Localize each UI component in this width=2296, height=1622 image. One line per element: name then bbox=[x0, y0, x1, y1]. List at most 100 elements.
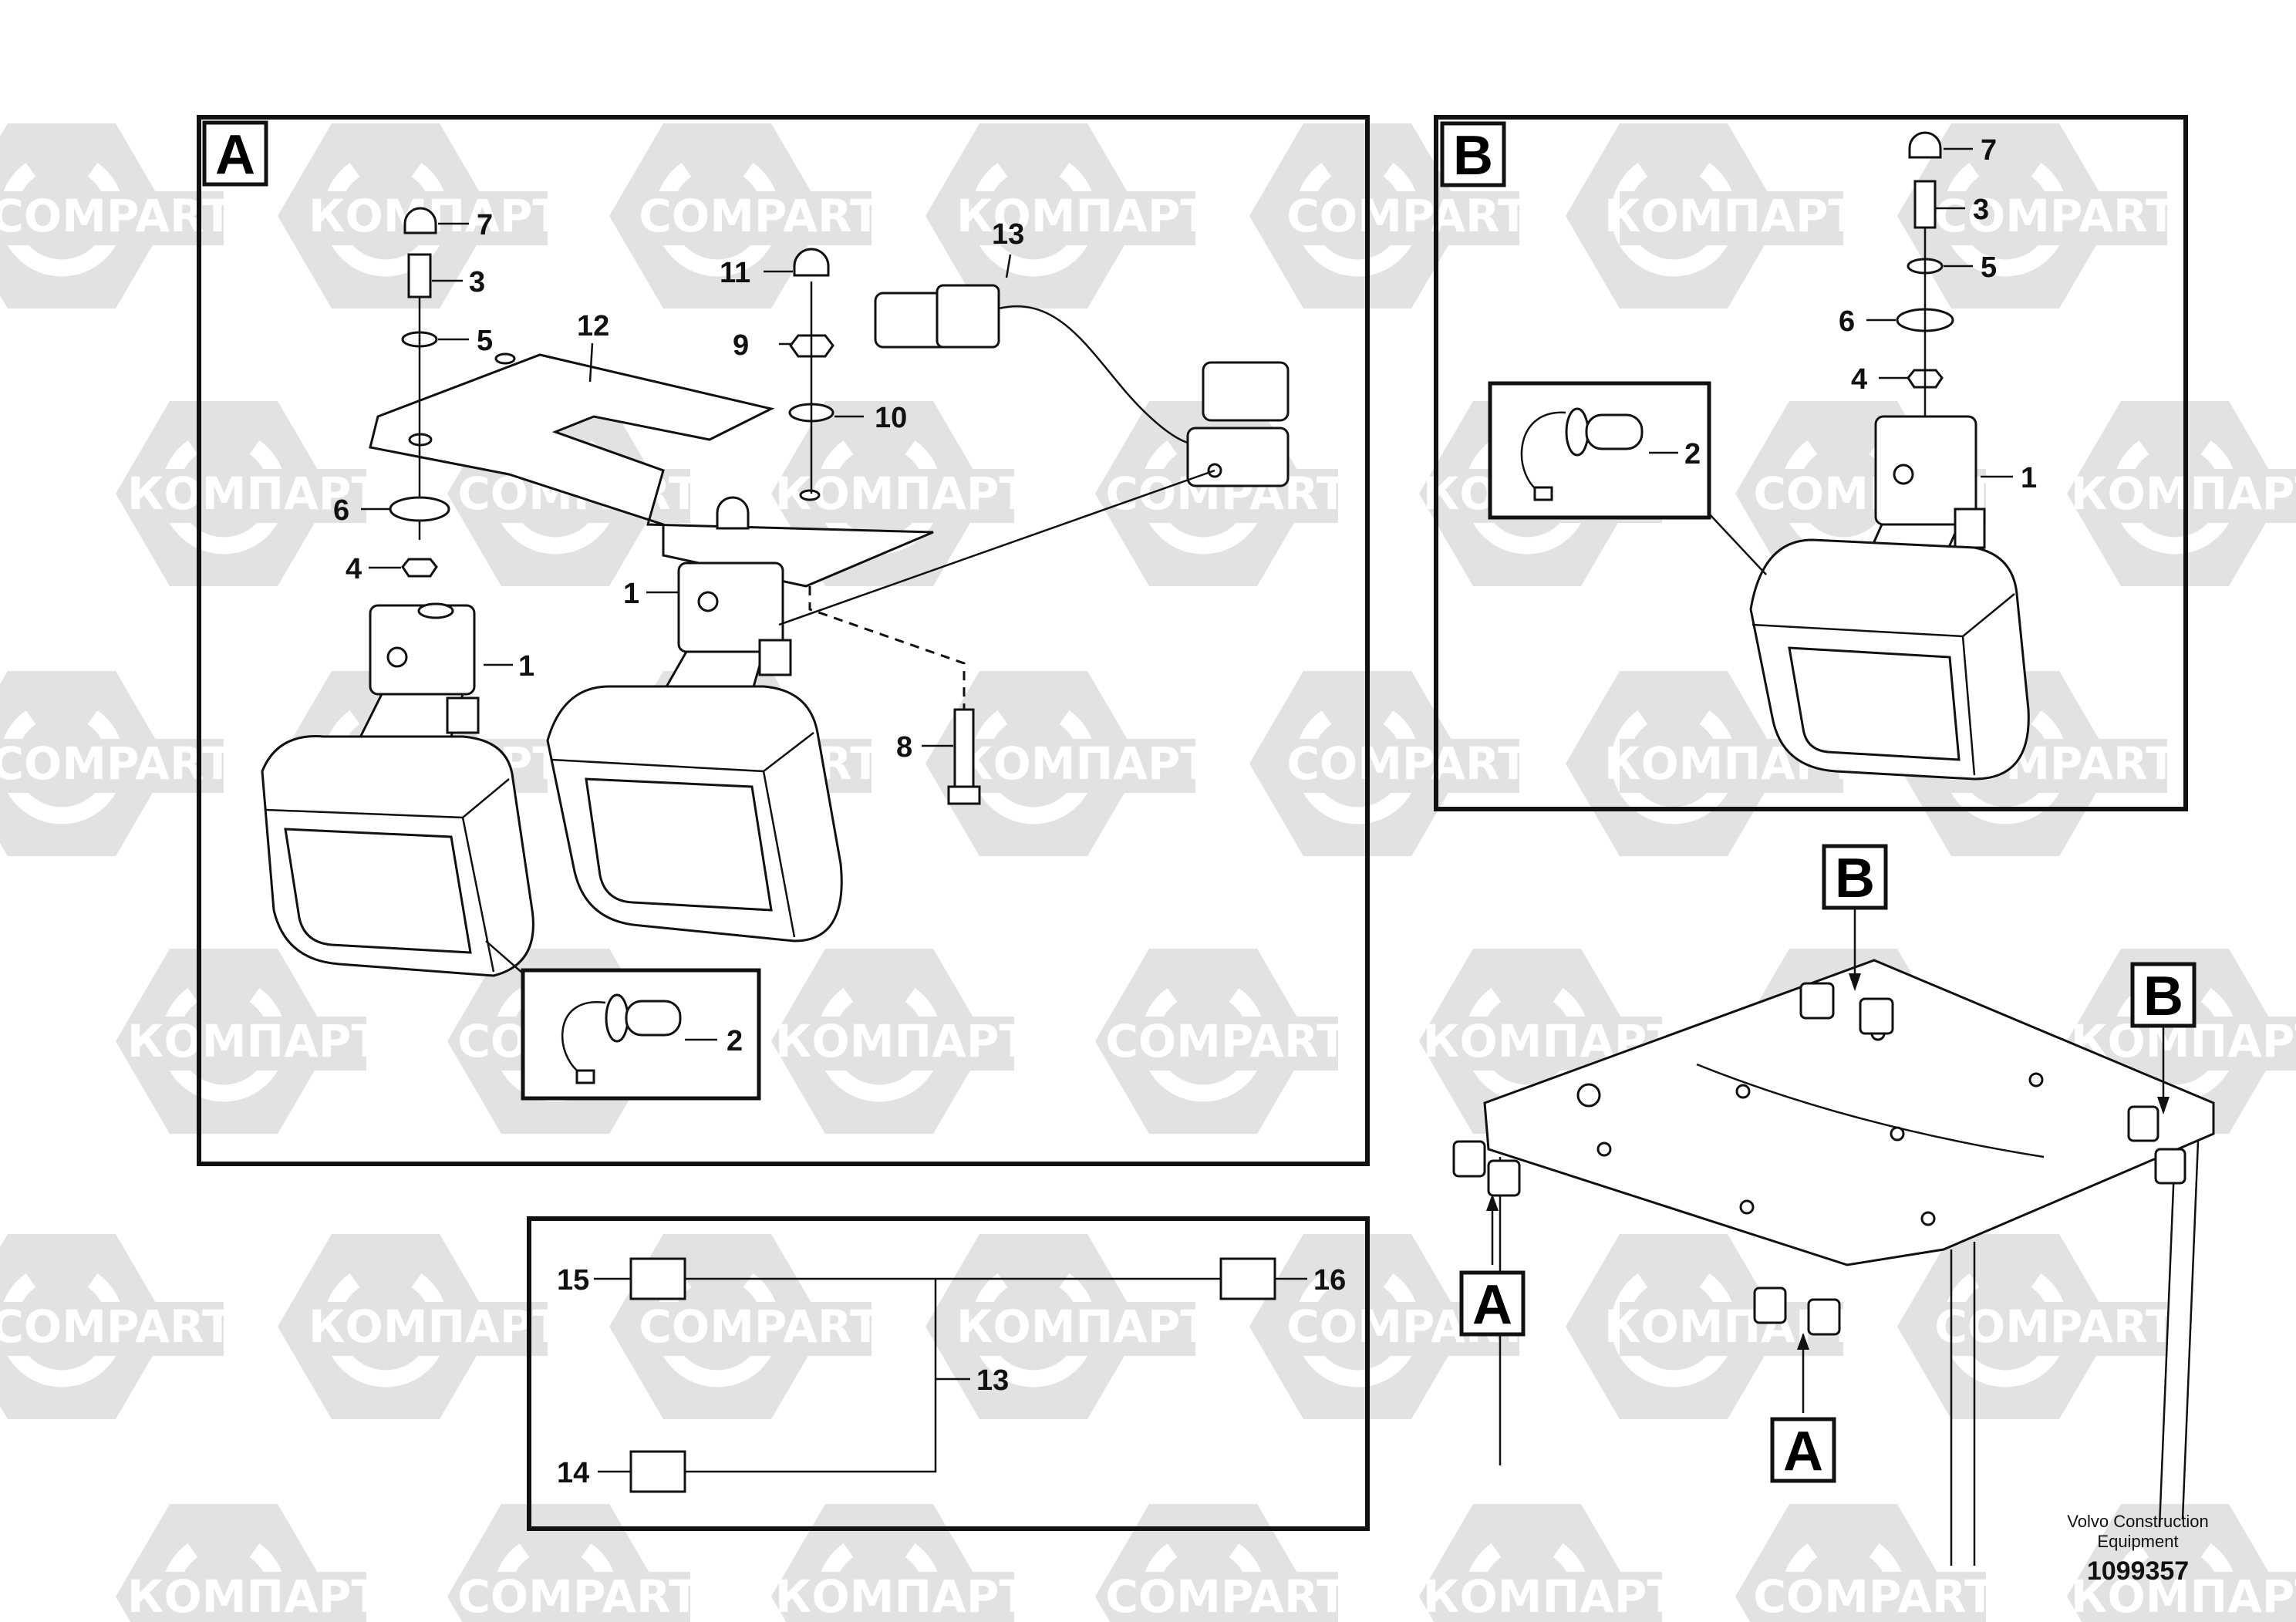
watermark-band bbox=[1296, 739, 1519, 793]
watermark-word: КОМПАРТ bbox=[775, 1015, 1030, 1067]
watermark-band bbox=[143, 1017, 366, 1071]
wiring-callout-15: 15 bbox=[557, 1264, 589, 1297]
watermark-band bbox=[791, 1572, 1014, 1622]
callout-4: 4 bbox=[346, 553, 362, 585]
roof-bolt bbox=[2028, 1072, 2044, 1088]
nut-4 bbox=[401, 558, 438, 578]
lamp-right-pivot bbox=[697, 591, 719, 612]
panel-b-badge bbox=[1440, 121, 1506, 187]
watermark-band bbox=[1762, 1572, 1986, 1622]
watermark-band bbox=[0, 739, 224, 793]
panel-b-frame bbox=[1434, 115, 2188, 811]
bulb-inset-b bbox=[1488, 381, 1767, 575]
b-bulb-inset-pointer bbox=[1708, 512, 1767, 575]
panel-a-title: A bbox=[215, 124, 255, 186]
watermark-word: COMPART bbox=[1753, 1570, 1995, 1622]
watermark-band bbox=[1114, 1572, 1338, 1622]
watermark-band bbox=[972, 191, 1195, 245]
callout-2: 2 bbox=[727, 1025, 743, 1057]
overview-pointers bbox=[1486, 909, 2170, 1413]
callout-1-left: 1 bbox=[518, 650, 534, 683]
footer: Volvo Construction Equipment 1099357 bbox=[2067, 1512, 2208, 1586]
watermark-word: КОМПАРТ bbox=[127, 467, 382, 520]
watermark-word: COMPART bbox=[1934, 190, 2176, 242]
panel-a-leaders bbox=[361, 222, 953, 1041]
roof-lamp-rear-2 bbox=[1859, 997, 1894, 1035]
right-hardware-stack bbox=[716, 248, 834, 530]
roof-lamp-front-2 bbox=[1487, 1159, 1521, 1197]
b-lamp-lens bbox=[1788, 646, 1961, 761]
watermark-word: COMPART bbox=[1286, 190, 1529, 242]
callout-11: 11 bbox=[720, 257, 750, 289]
watermark-word: COMPART bbox=[1105, 1015, 1347, 1067]
bracket-hole-right bbox=[799, 489, 821, 501]
watermark-band bbox=[2086, 1572, 2296, 1622]
watermark-word: COMPART bbox=[457, 1570, 700, 1622]
roof-lamp-front-3 bbox=[1753, 1286, 1787, 1324]
wiring-frame bbox=[527, 1216, 1370, 1531]
harness-cable bbox=[998, 305, 1204, 446]
callout-13: 13 bbox=[992, 218, 1024, 251]
watermark-band bbox=[324, 1302, 548, 1356]
b-bulb-flange bbox=[1565, 407, 1590, 457]
bolt-8 bbox=[953, 708, 975, 788]
panel-b-callouts: 7 3 5 6 4 2 1 bbox=[1684, 134, 2037, 494]
watermark-band bbox=[1944, 1302, 2167, 1356]
panel-b: B bbox=[1434, 115, 2188, 811]
watermark-word: КОМПАРТ bbox=[308, 1300, 563, 1353]
panel-b-lamp bbox=[1749, 415, 2030, 781]
connector-plug-left-body bbox=[936, 284, 1000, 349]
watermark-word: COMPART bbox=[0, 1300, 233, 1353]
watermark-band bbox=[648, 1302, 872, 1356]
overview-badge-b-right bbox=[2130, 962, 2197, 1028]
b-callout-6: 6 bbox=[1839, 305, 1855, 338]
watermark-band bbox=[1114, 1017, 1338, 1071]
bolt-8-head bbox=[947, 785, 981, 805]
top-nut-on-bracket bbox=[716, 496, 750, 530]
bulb-glass bbox=[625, 1000, 682, 1037]
panel-a-callouts: 7 3 5 12 11 9 10 13 6 4 1 1 8 2 bbox=[333, 209, 1024, 1057]
connector-15-box bbox=[629, 1257, 686, 1300]
lamp-left-lens bbox=[284, 828, 472, 954]
panel-b-leaders bbox=[1649, 147, 2013, 478]
watermark-band bbox=[972, 1302, 1195, 1356]
b-cap-nut-7 bbox=[1908, 131, 1942, 159]
connector-socket-lower bbox=[1186, 427, 1290, 487]
bolt-dashed-path bbox=[808, 586, 966, 710]
connector-harness bbox=[778, 254, 1290, 626]
watermark-band bbox=[0, 1302, 224, 1356]
footer-company-line2: Equipment bbox=[2097, 1532, 2178, 1551]
b-callout-4: 4 bbox=[1851, 363, 1867, 396]
lamp-right-knob bbox=[758, 639, 792, 676]
watermark-band bbox=[791, 1017, 1014, 1071]
overview-badge-a-bottom bbox=[1770, 1417, 1836, 1483]
lamp-left-washer bbox=[417, 602, 454, 619]
watermark-band bbox=[2086, 469, 2296, 523]
overview-label-a-left: A bbox=[1472, 1274, 1512, 1336]
lamp-right-edges bbox=[551, 732, 814, 938]
watermark-word: COMPART bbox=[1105, 1570, 1347, 1622]
roof-bolt bbox=[1739, 1199, 1755, 1215]
panel-a-frame bbox=[197, 115, 1370, 1166]
wiring-callout-16: 16 bbox=[1313, 1264, 1346, 1297]
b-callout-7: 7 bbox=[1981, 134, 1997, 167]
roof-bolt bbox=[1735, 1084, 1751, 1099]
mounting-bracket bbox=[369, 353, 934, 588]
watermark-band bbox=[648, 191, 872, 245]
overview-lamps bbox=[1452, 982, 2186, 1336]
b-bulb-wire bbox=[1520, 411, 1566, 495]
b-callout-2: 2 bbox=[1684, 438, 1701, 470]
watermark-band bbox=[972, 739, 1195, 793]
washer-6 bbox=[389, 496, 450, 522]
watermark-word: КОМПАРТ bbox=[956, 737, 1211, 790]
watermark-word: КОМПАРТ bbox=[956, 190, 1211, 242]
watermark-word: COMPART bbox=[1286, 737, 1529, 790]
left-hardware-stack bbox=[389, 207, 450, 578]
watermark-word: COMPART bbox=[0, 190, 233, 242]
footer-company-line1: Volvo Construction bbox=[2067, 1512, 2208, 1531]
roof-lamp-front-4 bbox=[1807, 1298, 1841, 1336]
watermark-band bbox=[1620, 191, 1843, 245]
cap-nut-7 bbox=[403, 207, 437, 234]
callout-6: 6 bbox=[333, 494, 349, 527]
